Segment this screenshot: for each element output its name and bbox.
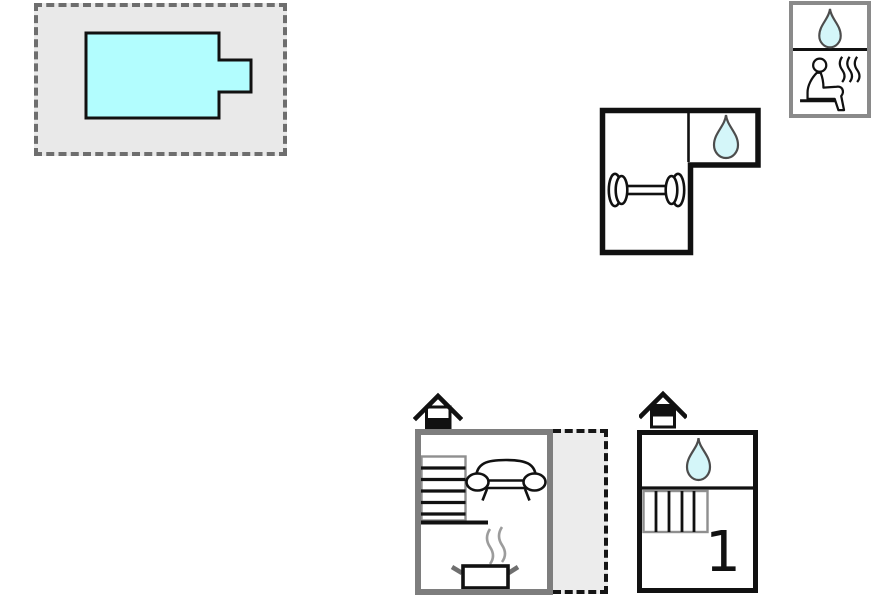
fitness-room xyxy=(599,107,761,256)
living-kitchen-room xyxy=(415,429,553,595)
sauna-icon xyxy=(800,55,861,111)
upper-floor-icon xyxy=(639,390,687,429)
staircase-icon xyxy=(421,455,467,522)
terrace-area xyxy=(553,429,608,594)
water-drop-icon xyxy=(818,8,842,49)
sofa-icon xyxy=(465,458,547,501)
dumbbell-icon xyxy=(607,172,686,208)
water-drop-icon xyxy=(712,114,740,160)
bedroom-count-label: 1 xyxy=(705,520,741,585)
cooking-pot-icon xyxy=(450,526,520,589)
bedroom: 1 xyxy=(637,430,758,593)
water-drop-icon xyxy=(685,437,712,482)
bedroom-contents: 1 xyxy=(642,437,753,585)
living-room-contents xyxy=(421,455,547,589)
ground-floor-icon xyxy=(413,392,463,430)
wellness-cabin xyxy=(789,1,871,118)
wellness-shower-cell xyxy=(793,5,867,51)
wellness-sauna-cell xyxy=(793,51,867,114)
swimming-pool-icon xyxy=(84,31,253,120)
staircase-icon xyxy=(642,489,709,534)
